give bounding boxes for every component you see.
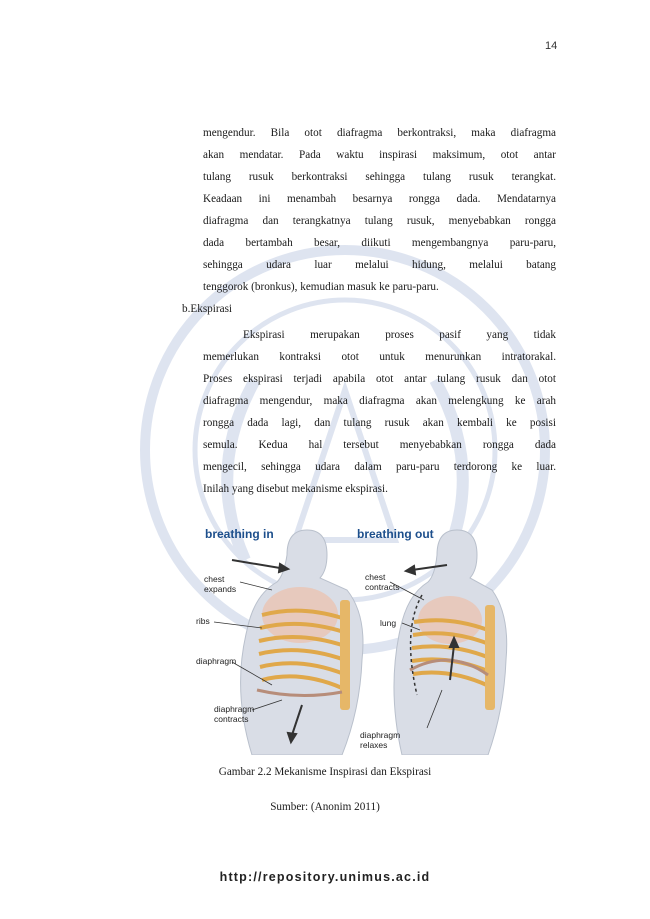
text-line: semula. Kedua hal tersebut menyebabkan r… xyxy=(203,439,556,451)
paragraph-ekspirasi: Ekspirasi merupakan proses pasif yang ti… xyxy=(203,324,556,500)
arrows xyxy=(231,559,460,745)
text-line: Inilah yang disebut mekanisme ekspirasi. xyxy=(203,483,388,495)
torso-breathing-out xyxy=(393,529,508,755)
text-line: Keadaan ini menambah besarnya rongga dad… xyxy=(203,193,556,205)
page-number: 14 xyxy=(545,40,558,52)
text-line: diafragma mengendur, maka diafragma akan… xyxy=(203,395,556,407)
label-chest-contracts-1: chest xyxy=(365,572,386,582)
text-line: diafragma dan terangkatnya tulang rusuk,… xyxy=(203,215,556,227)
footer-url: http://repository.unimus.ac.id xyxy=(219,870,431,884)
text-line: memerlukan kontraksi otot untuk menurunk… xyxy=(203,351,556,363)
text-line: akan mendatar. Pada waktu inspirasi maks… xyxy=(203,149,556,161)
figure-caption: Gambar 2.2 Mekanisme Inspirasi dan Ekspi… xyxy=(218,766,432,778)
title-breathing-out: breathing out xyxy=(357,527,434,541)
text-line: tulang rusuk berkontraksi sehingga tulan… xyxy=(203,171,556,183)
label-diaphragm-relaxes-2: relaxes xyxy=(360,740,387,750)
label-chest-expands-1: chest xyxy=(204,574,225,584)
leader-lines xyxy=(213,581,443,729)
text-line: dada bertambah besar, diikuti mengembang… xyxy=(203,237,556,249)
text-line: Ekspirasi merupakan proses pasif yang ti… xyxy=(243,329,556,341)
label-lung: lung xyxy=(380,618,396,628)
figure-source: Sumber: (Anonim 2011) xyxy=(270,801,380,813)
label-diaphragm-relaxes-1: diaphragm xyxy=(360,730,400,740)
label-chest-contracts-2: contracts xyxy=(365,582,400,592)
paragraph-inspirasi: mengendur. Bila otot diafragma berkontra… xyxy=(203,122,556,298)
text-line: Proses ekspirasi terjadi apabila otot an… xyxy=(203,373,556,385)
label-diaphragm-contracts-2: contracts xyxy=(214,714,249,724)
text-line: mengendur. Bila otot diafragma berkontra… xyxy=(203,127,556,139)
label-diaphragm: diaphragm xyxy=(196,656,236,666)
label-ribs: ribs xyxy=(196,616,210,626)
label-chest-expands-2: expands xyxy=(204,584,236,594)
title-breathing-in: breathing in xyxy=(205,527,274,541)
torso-breathing-in xyxy=(240,529,364,755)
text-line: rongga dada lagi, dan tulang rusuk akan … xyxy=(203,417,556,429)
text-line: tenggorok (bronkus), kemudian masuk ke p… xyxy=(203,281,439,293)
section-heading: b.Ekspirasi xyxy=(182,303,233,315)
label-diaphragm-contracts-1: diaphragm xyxy=(214,704,254,714)
text-line: sehingga udara luar melalui hidung, mela… xyxy=(203,259,556,271)
breathing-figure: breathing in breathing out chest expands… xyxy=(196,527,508,755)
text-line: mengecil, sehingga udara dalam paru-paru… xyxy=(203,461,556,473)
